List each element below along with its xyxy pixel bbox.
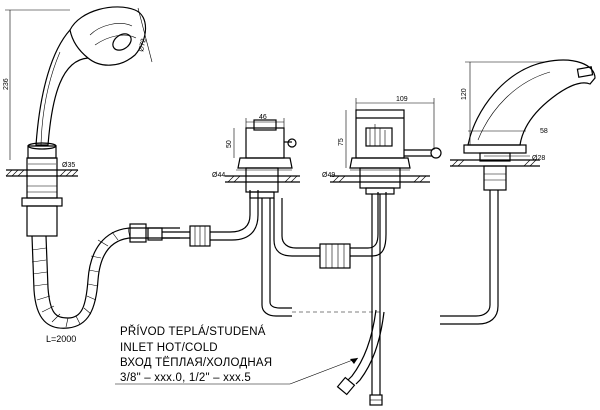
dim-valve-left-height: 50	[226, 140, 233, 148]
spout	[440, 59, 596, 325]
hand-shower	[5, 6, 147, 237]
note-line-czech: PŘÍVOD TEPLÁ/STUDENÁ	[120, 325, 266, 338]
dim-hose-length: L=2000	[46, 334, 76, 344]
diverter-valve	[225, 119, 380, 317]
dim-valve-right-base-dia: Ø49	[322, 172, 335, 179]
pipe-coupling	[319, 192, 387, 269]
mixer-valve	[330, 109, 442, 406]
flexible-hose	[31, 190, 259, 329]
note-line-russian: ВХОД ТЁПЛАЯ/ХОЛОДНАЯ	[120, 357, 272, 369]
dim-spout-width: 58	[540, 128, 548, 135]
dim-valve-left-base-dia: Ø44	[212, 172, 225, 179]
dim-spout-height: 120	[461, 88, 468, 100]
dim-spout-base-dia: Ø28	[532, 155, 545, 162]
dimension-lines	[5, 7, 545, 385]
dim-handshower-head-dia: Ø72	[138, 38, 148, 53]
note-line-english: INLET HOT/COLD	[120, 342, 218, 354]
dim-valve-right-width: 109	[396, 96, 408, 103]
dim-handshower-height: 236	[3, 78, 10, 90]
dim-valve-right-height: 75	[338, 138, 345, 146]
note-line-sizes: 3/8" – xxx.0, 1/2" – xxx.5	[120, 372, 251, 384]
dim-handshower-base-dia: Ø35	[62, 162, 75, 169]
dim-valve-left-width: 46	[259, 114, 267, 121]
